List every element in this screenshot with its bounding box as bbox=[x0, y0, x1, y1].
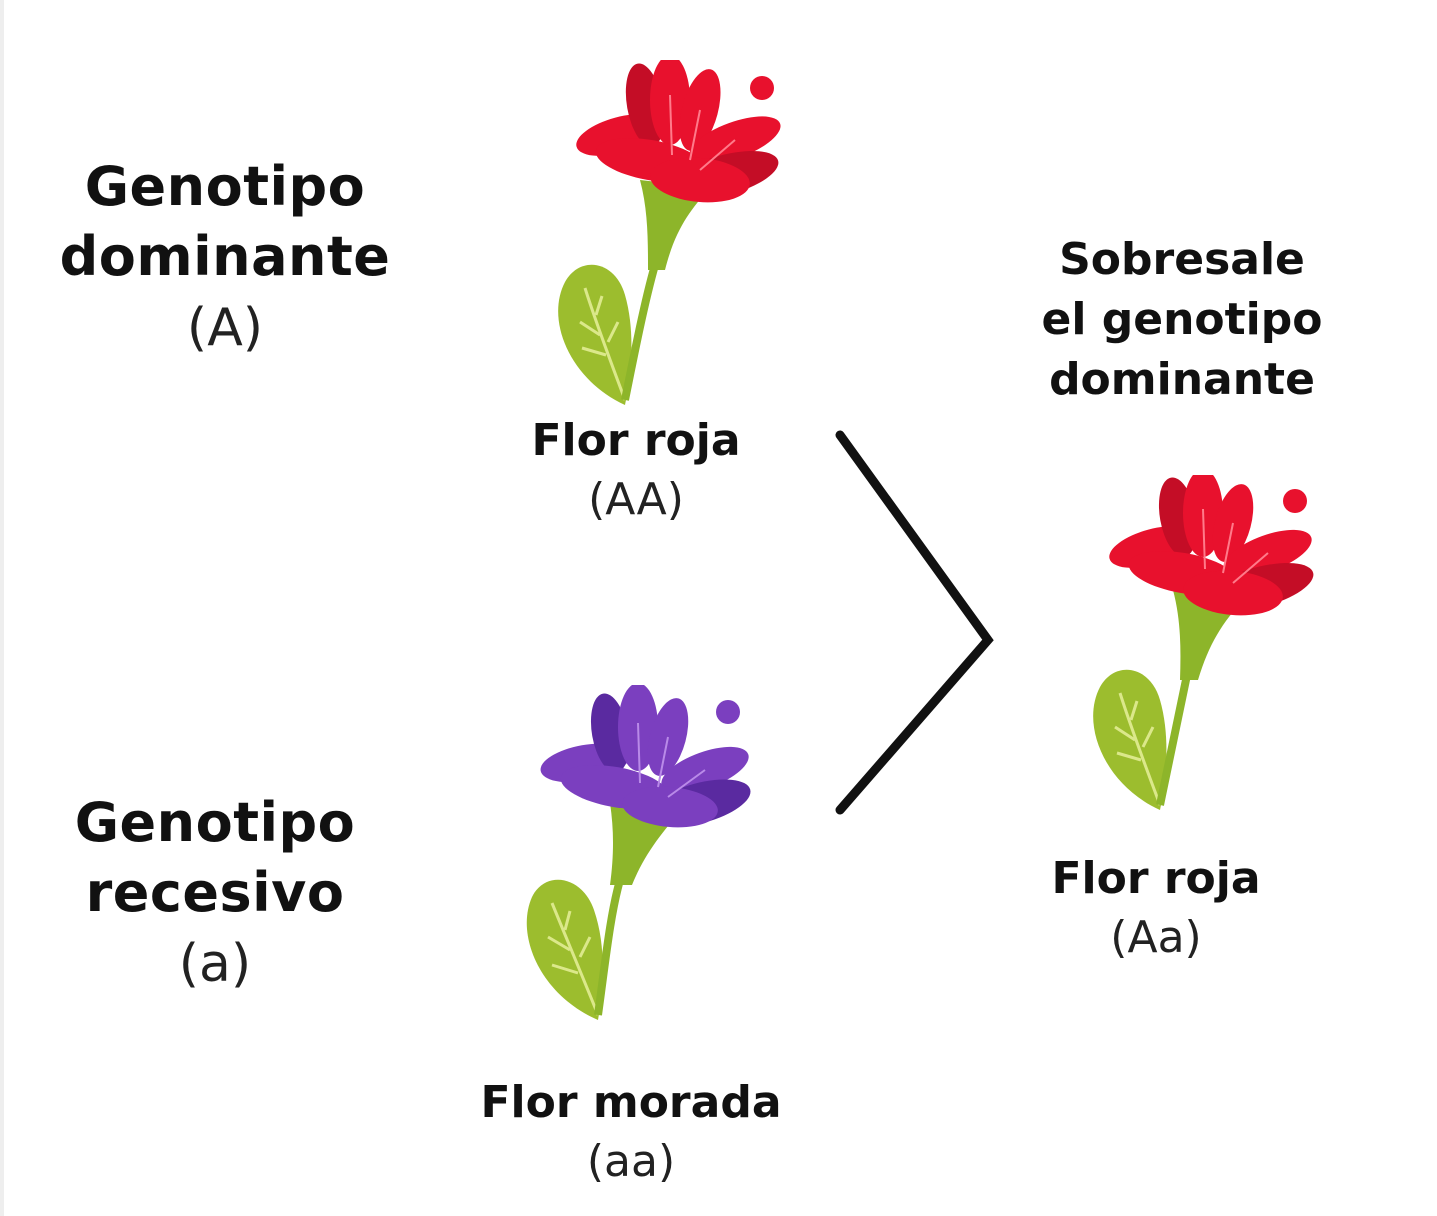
flower-stem bbox=[621, 263, 659, 401]
parent-red-name: Flor roja bbox=[531, 415, 741, 466]
parent-red-genotype: (AA) bbox=[588, 474, 684, 525]
offspring-red-name: Flor roja bbox=[1051, 853, 1261, 904]
parent-purple-genotype: (aa) bbox=[586, 1136, 676, 1187]
flower-stamen bbox=[716, 700, 740, 724]
parent-purple-name: Flor morada bbox=[480, 1077, 782, 1128]
purple-flower-icon bbox=[526, 685, 751, 1020]
genotype-dominant-line2: dominante bbox=[59, 225, 391, 288]
genotype-dominant-line1: Genotipo bbox=[84, 155, 366, 218]
flower-stem bbox=[594, 878, 624, 1016]
flower-calyx bbox=[640, 180, 710, 270]
genotype-recessive-line2: recesivo bbox=[85, 861, 345, 924]
result-note: Sobresale el genotipo dominante bbox=[1022, 230, 1342, 410]
flower-petals bbox=[576, 60, 781, 203]
genotype-dominant-allele: (A) bbox=[186, 298, 264, 358]
flower-stamen bbox=[1283, 489, 1307, 513]
genotype-recessive-label: Genotipo recesivo (a) bbox=[30, 788, 400, 1000]
result-note-line1: Sobresale bbox=[1059, 234, 1305, 285]
genotype-recessive-line1: Genotipo bbox=[74, 791, 356, 854]
flower-leaf bbox=[558, 264, 632, 405]
genotype-recessive-allele: (a) bbox=[178, 934, 252, 994]
flower-petals bbox=[1109, 475, 1314, 616]
parent-purple-caption: Flor morada (aa) bbox=[456, 1074, 806, 1192]
offspring-red-flower-icon bbox=[1093, 475, 1314, 810]
cross-bracket-arrow bbox=[835, 430, 994, 815]
result-note-line2: el genotipo bbox=[1041, 294, 1323, 345]
frame-edge bbox=[0, 0, 4, 1216]
result-note-line3: dominante bbox=[1049, 354, 1315, 405]
flower-stem bbox=[1156, 674, 1191, 806]
flower-leaf bbox=[1093, 669, 1167, 810]
parent-red-caption: Flor roja (AA) bbox=[486, 412, 786, 530]
flower-leaf bbox=[526, 879, 603, 1020]
offspring-red-genotype: (Aa) bbox=[1110, 912, 1202, 963]
genotype-dominant-label: Genotipo dominante (A) bbox=[40, 152, 410, 364]
flower-stamen bbox=[750, 76, 774, 100]
flower-petals bbox=[540, 685, 751, 828]
red-flower-icon bbox=[558, 60, 781, 405]
offspring-red-caption: Flor roja (Aa) bbox=[1006, 850, 1306, 968]
